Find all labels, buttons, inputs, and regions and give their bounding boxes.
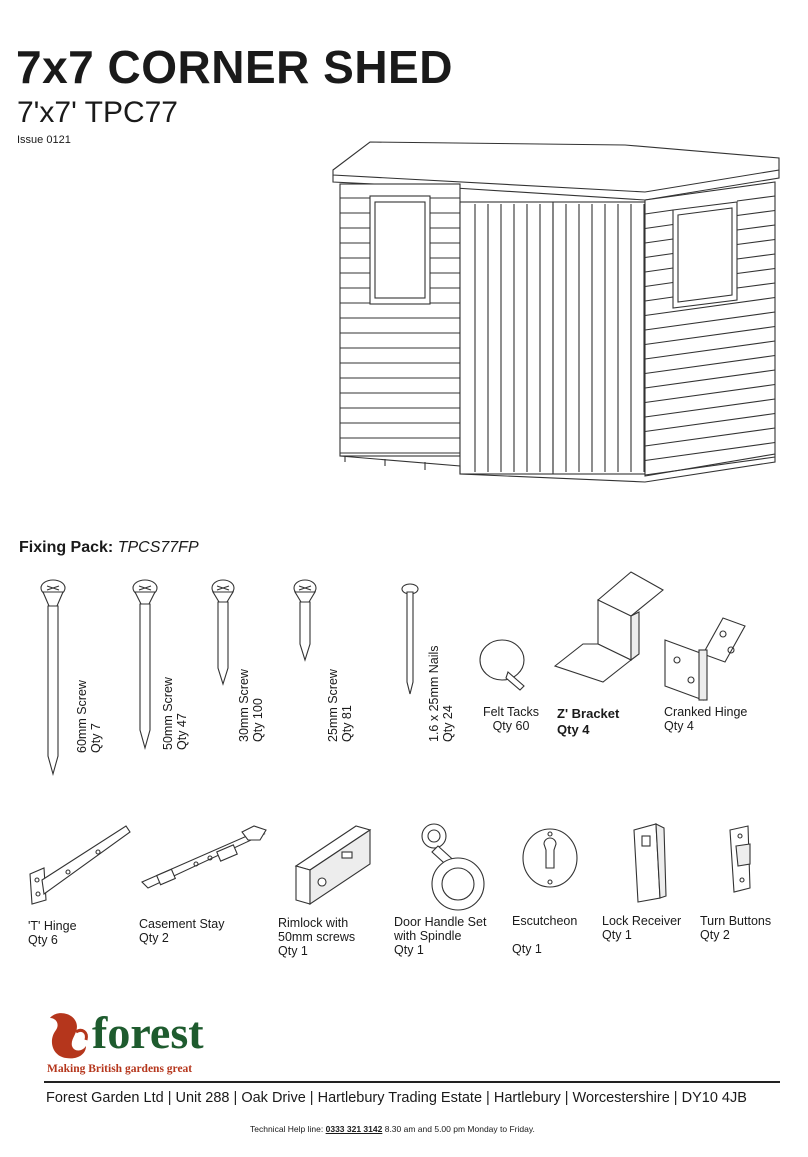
t-hinge-icon	[29, 825, 131, 905]
shed-roof	[332, 141, 780, 193]
footer-divider	[44, 1081, 780, 1083]
page-title: 7x7 CORNER SHED	[16, 41, 453, 93]
issue-number: Issue 0121	[17, 134, 71, 146]
screw-30mm-icon	[211, 579, 235, 686]
felt-tack-icon	[479, 639, 525, 691]
cranked-hinge-icon	[664, 617, 746, 701]
casement-stay-icon	[141, 825, 267, 889]
page-subtitle: 7'x7' TPC77	[17, 96, 178, 129]
door-handle-set-icon	[421, 823, 485, 911]
corner-shed-illustration	[332, 141, 780, 483]
technical-help-line: Technical Help line: 0333 321 3142 8.30 …	[250, 1124, 535, 1134]
forest-squirrel-logo-icon	[50, 1013, 88, 1059]
nail-icon	[401, 583, 419, 695]
z-bracket-icon	[553, 571, 664, 683]
screw-25mm-icon	[293, 579, 317, 662]
brand-tagline: Making British gardens great	[47, 1063, 193, 1075]
lock-receiver-icon	[633, 823, 667, 903]
help-phone-number: 0333 321 3142	[325, 1124, 383, 1134]
fixing-pack-label: Fixing Pack: TPCS77FP	[19, 539, 199, 557]
escutcheon-icon	[522, 828, 578, 888]
screw-60mm-icon	[40, 579, 66, 777]
fixing-pack-title: Fixing Pack:	[19, 539, 114, 556]
company-address: Forest Garden Ltd | Unit 288 | Oak Drive…	[46, 1090, 747, 1106]
fixing-pack-code: TPCS77FP	[117, 539, 199, 556]
turn-buttons-icon	[729, 825, 751, 893]
screw-50mm-icon	[132, 579, 158, 751]
brand-wordmark: forest	[92, 1007, 204, 1058]
rimlock-icon	[294, 825, 372, 906]
